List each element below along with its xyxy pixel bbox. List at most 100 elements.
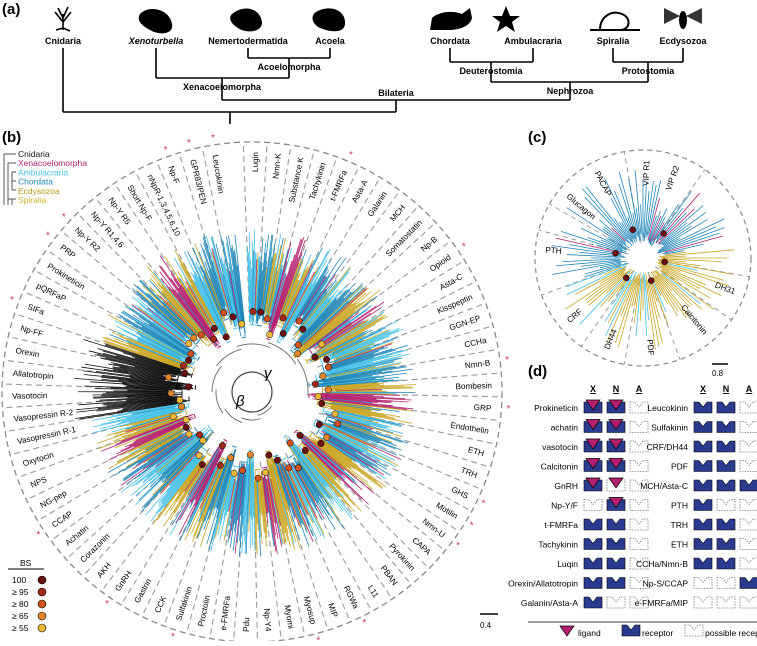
bs-level-label: ≥ 65 [12, 611, 29, 621]
family-label: GPR83/PEN [188, 158, 208, 205]
possible-receptor-icon [717, 597, 735, 608]
possible-receptor-icon [740, 519, 757, 530]
bootstrap-node [295, 465, 301, 471]
bootstrap-node [186, 340, 192, 346]
family-label: CCK [153, 594, 168, 614]
bootstrap-node [630, 227, 636, 233]
row-label: PTH [671, 501, 688, 511]
receptor-icon [607, 519, 625, 530]
bootstrap-node [297, 432, 303, 438]
star-marker: * [470, 520, 474, 531]
family-label: Achatin [64, 523, 91, 548]
star-marker: * [456, 541, 460, 552]
row-label: achatin [551, 423, 579, 433]
bootstrap-node [300, 326, 306, 332]
clade-xenacoelomorpha: Xenacoelomorpha [183, 82, 262, 92]
bootstrap-node [648, 278, 654, 284]
star-marker: * [62, 212, 66, 223]
key-ligand: ligand [578, 628, 601, 638]
column-header: X [700, 384, 706, 394]
receptor-icon [607, 578, 625, 589]
panel-d-label: (d) [528, 363, 547, 380]
family-label: CAPA [410, 536, 433, 558]
clade-deuterostomia: Deuterostomia [459, 66, 523, 76]
star-marker: * [163, 145, 167, 156]
family-label: Nmn-B [464, 358, 491, 370]
bootstrap-node [182, 370, 188, 376]
star-marker: * [506, 404, 510, 415]
receptor-icon [717, 441, 735, 452]
family-label: Somatostatin [384, 218, 424, 259]
receptor-icon [584, 539, 602, 550]
family-label: Vasotocin [12, 391, 48, 401]
cnidaria-icon [55, 7, 71, 31]
bootstrap-node [295, 342, 301, 348]
tree-center [212, 343, 308, 423]
family-label: Np-B [419, 234, 439, 253]
receptor-icon [694, 500, 712, 511]
star-markers: ********************** [0, 133, 510, 641]
star-marker: * [505, 355, 509, 366]
taxon-acoela: Acoela [315, 36, 346, 46]
bootstrap-node [264, 316, 270, 322]
row-label: MCH/Asta-C [640, 481, 688, 491]
family-label: Corazonin [79, 531, 112, 564]
bs-level-label: ≥ 55 [12, 623, 29, 633]
family-label: L11 [366, 584, 381, 600]
bootstrap-node [228, 455, 234, 461]
possible-receptor-icon [740, 402, 757, 413]
possible-receptor-icon [694, 597, 712, 608]
family-label: PRP [58, 243, 77, 261]
family-label-c: PTH [545, 245, 562, 255]
possible-receptor-icon [685, 625, 703, 636]
bootstrap-node [319, 400, 325, 406]
bootstrap-node [262, 469, 268, 475]
row-label: Tachykinin [538, 540, 578, 550]
bootstrap-node [662, 259, 668, 265]
column-header: A [746, 384, 753, 394]
row-label: ETH [671, 540, 688, 550]
bootstrap-node [294, 351, 300, 357]
bootstrap-legend: BS 100≥ 95≥ 80≥ 65≥ 55 [8, 558, 46, 633]
acoela-icon [313, 8, 346, 31]
family-label: Np-Y R2 [73, 226, 102, 254]
bootstrap-node [319, 341, 325, 347]
bootstrap-node [219, 442, 225, 448]
family-label: Np-FF [19, 324, 44, 339]
panel-a-label: (a) [2, 1, 20, 18]
family-label: TRH [460, 466, 479, 480]
receptor-icon [717, 461, 735, 472]
ambulacraria-icon [492, 6, 520, 32]
family-label: Galanin [366, 190, 389, 219]
receptor-icon [717, 539, 735, 550]
possible-receptor-icon [630, 519, 648, 530]
panel-c-label: (c) [528, 129, 546, 146]
bootstrap-node [296, 318, 302, 324]
possible-receptor-icon [630, 461, 648, 472]
family-label: SIFa [26, 302, 46, 317]
receptor-icon [694, 461, 712, 472]
bootstrap-node [250, 308, 256, 314]
bootstrap-node [168, 390, 174, 396]
possible-receptor-icon [630, 539, 648, 550]
receptor-icon [717, 422, 735, 433]
ecdysozoa-icon [664, 8, 702, 29]
bootstrap-node [286, 465, 292, 471]
bootstrap-node [211, 325, 217, 331]
bs-level-label: ≥ 80 [12, 599, 29, 609]
receptor-icon [584, 578, 602, 589]
family-label: GHS [450, 485, 470, 501]
row-label: Galanin/Asta-A [521, 598, 578, 608]
bootstrap-node [223, 334, 229, 340]
row-label: TRH [671, 520, 688, 530]
bootstrap-node [191, 335, 197, 341]
row-label: CCHa/Nmn-B [636, 559, 688, 569]
bootstrap-node [186, 431, 192, 437]
taxon-cnidaria: Cnidaria [45, 36, 82, 46]
bootstrap-node [198, 332, 204, 338]
family-label: Bombesin [455, 381, 492, 391]
star-marker: * [482, 499, 486, 510]
tree-branches [74, 230, 416, 557]
